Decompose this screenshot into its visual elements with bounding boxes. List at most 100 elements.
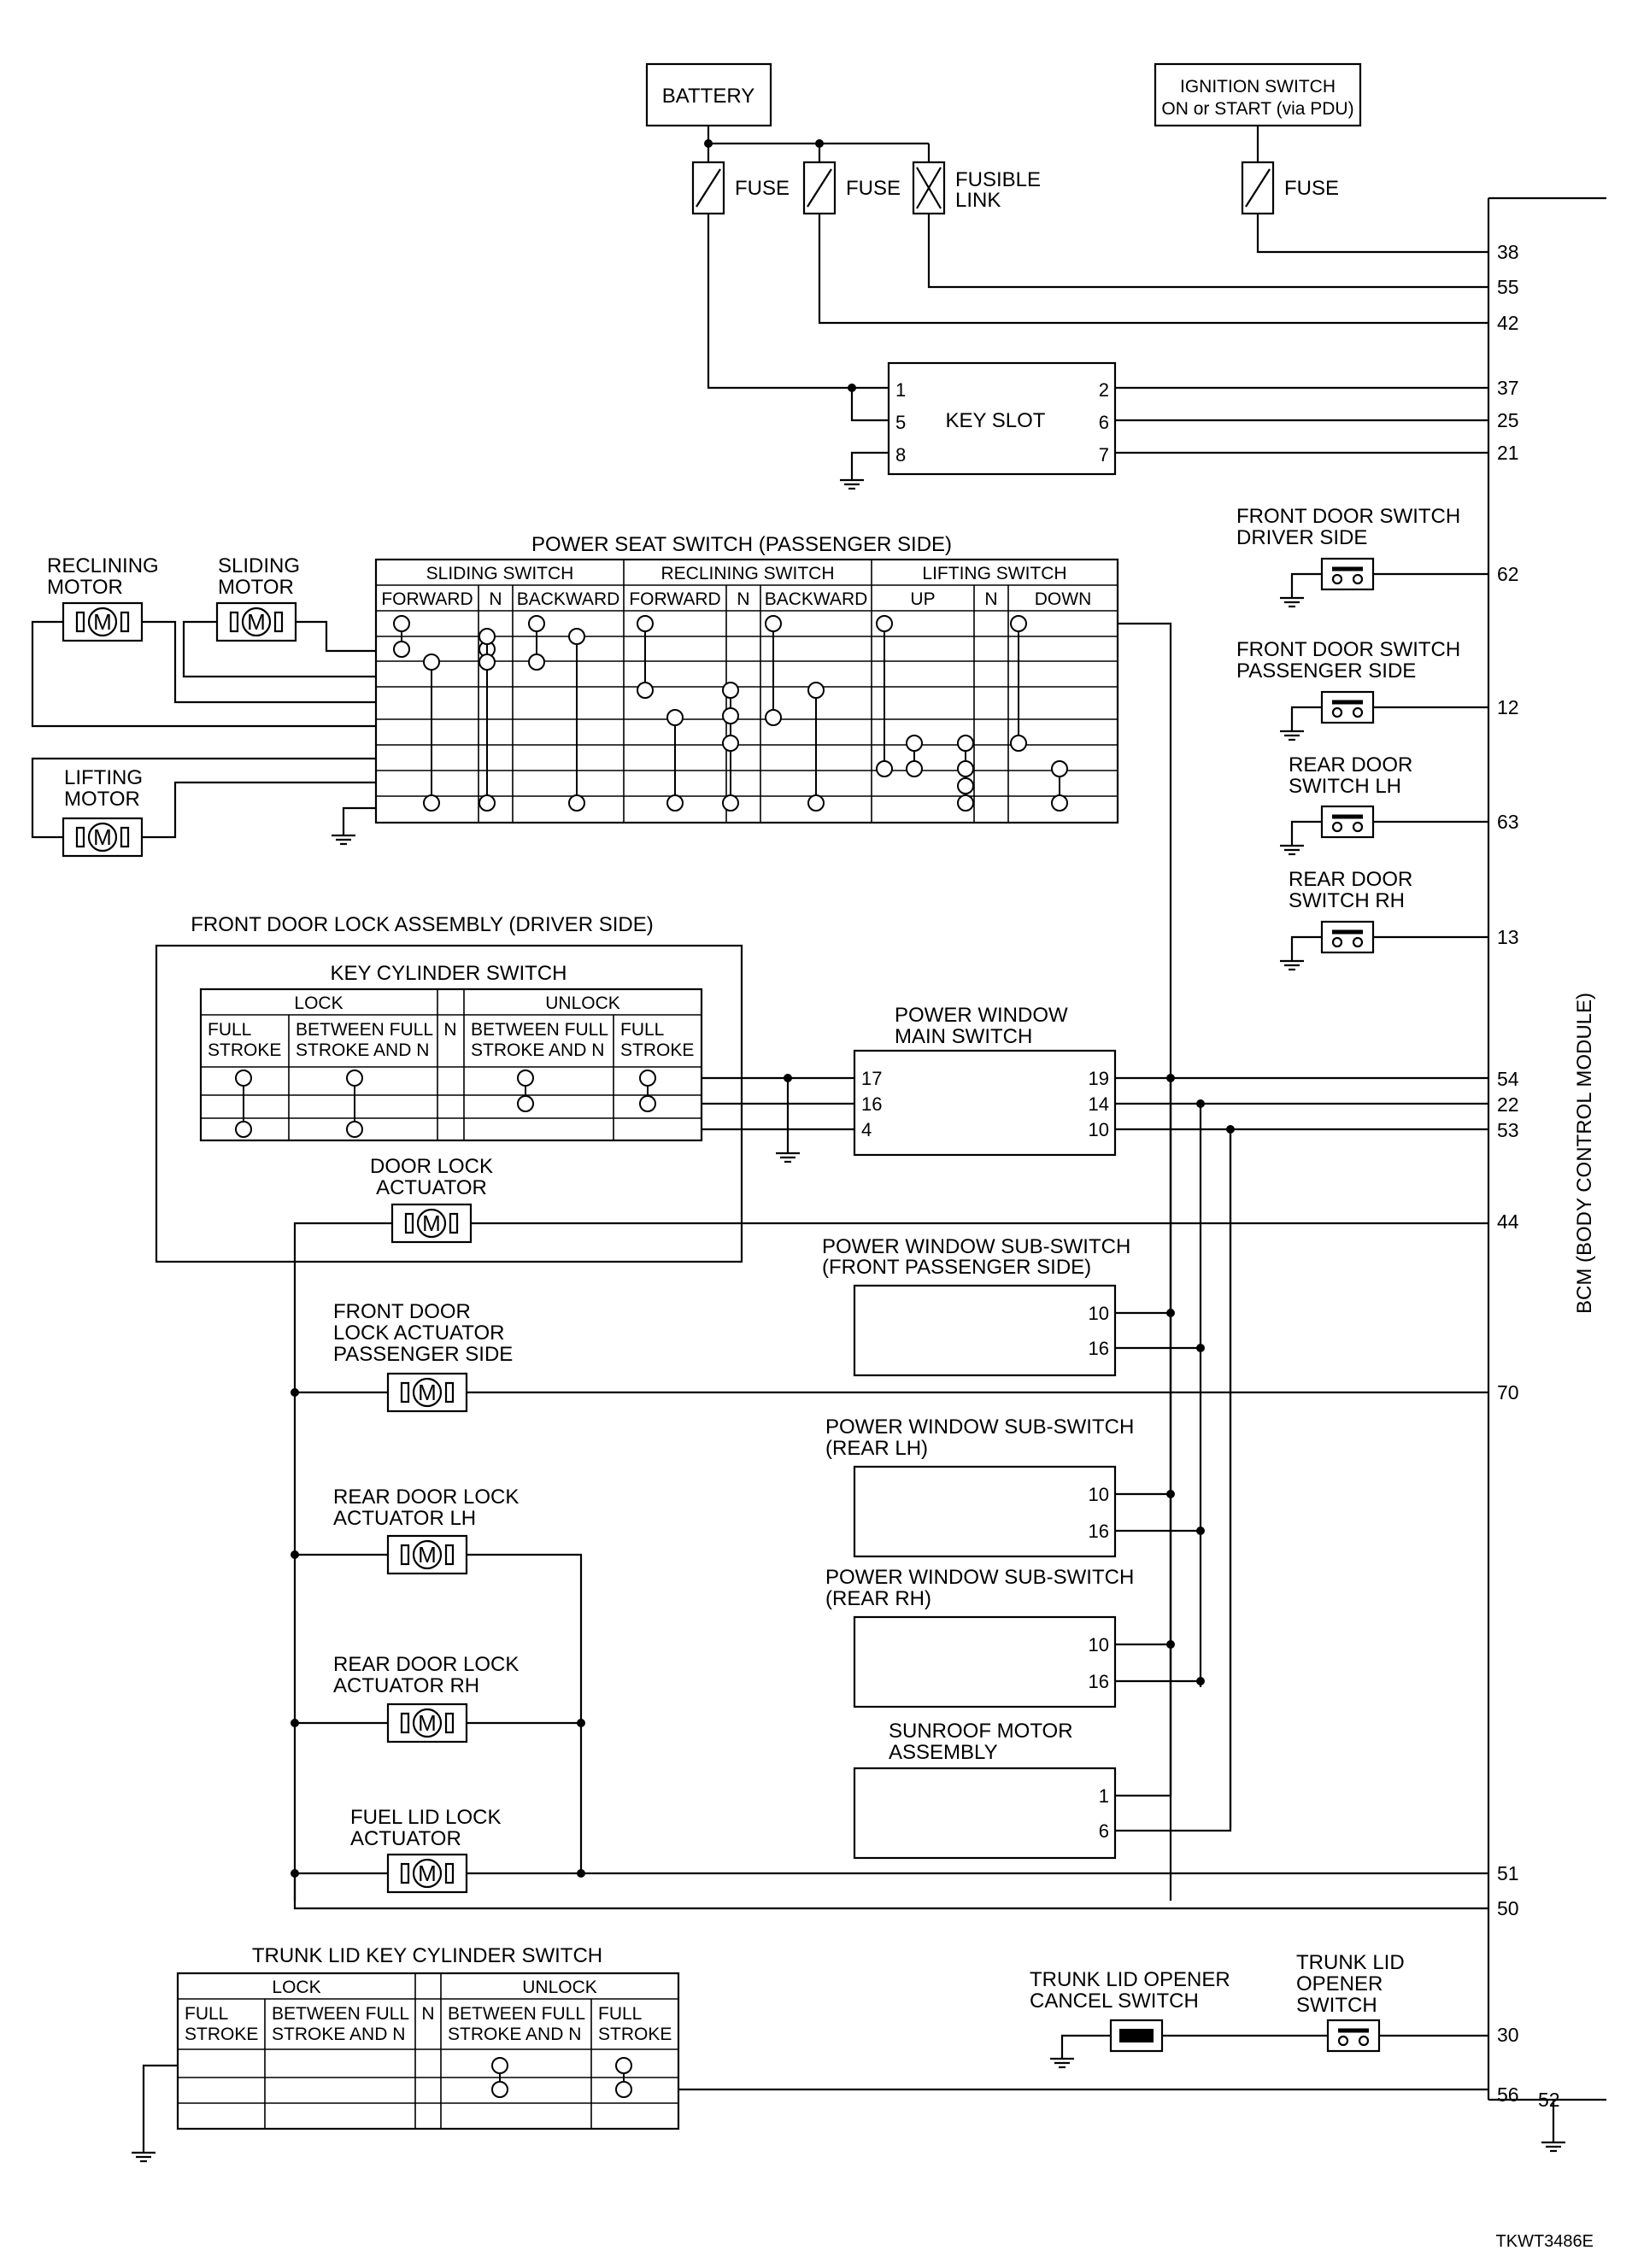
pws-row-lines [376, 636, 1118, 797]
kcs-col: N [443, 1020, 456, 1040]
fuse-1-label: FUSE [735, 177, 790, 200]
kcs-col: BETWEEN FULL [471, 1020, 608, 1040]
switch-contact [666, 794, 684, 812]
tkcs-col: BETWEEN FULL [448, 2004, 585, 2024]
trunk-opener-switch-sublabel2: SWITCH [1296, 1994, 1377, 2017]
sliding-motor-label: SLIDING [218, 554, 300, 577]
pws-col: N [737, 589, 749, 609]
tkcs-col: STROKE [185, 2025, 258, 2044]
switch-contact [957, 794, 974, 812]
key-slot-box [887, 361, 1117, 476]
switch-contact [957, 760, 974, 777]
front-door-switch-driver-sublabel: DRIVER SIDE [1236, 526, 1367, 549]
sub-switch-rear-rh [853, 1615, 1117, 1708]
pwms-pin: 4 [861, 1119, 872, 1140]
sub-switch-rear-lh [853, 1465, 1117, 1558]
sub-switch-rrh-label: POWER WINDOW SUB-SWITCH [825, 1566, 1134, 1589]
sliding-motor-sublabel: MOTOR [218, 576, 294, 599]
pws-group: RECLINING SWITCH [660, 564, 834, 583]
switch-contact [722, 735, 739, 752]
sub-rrh-pin: 16 [1089, 1671, 1109, 1692]
trunk-lid-opener-cancel-switch [1109, 2019, 1164, 2053]
sunroof-pin: 6 [1099, 1820, 1109, 1842]
switch-contact [393, 641, 410, 658]
sunroof-pin: 1 [1099, 1785, 1109, 1807]
switch-contact [568, 628, 585, 645]
tkcs-lock: LOCK [272, 1978, 320, 1997]
fuse-2-label: FUSE [846, 177, 901, 200]
pws-col: FORWARD [381, 589, 473, 609]
switch-contact [722, 707, 739, 724]
kcs-unlock: UNLOCK [545, 993, 620, 1013]
switch-contact [722, 794, 739, 812]
sub-switch-fp-label: POWER WINDOW SUB-SWITCH [822, 1235, 1130, 1258]
key-slot-pin: 6 [1099, 412, 1109, 433]
bcm-pin: 21 [1497, 442, 1519, 464]
bcm-pin: 54 [1497, 1068, 1519, 1090]
sunroof-sublabel: ASSEMBLY [889, 1741, 998, 1764]
rear-door-switch-rh-label: REAR DOOR [1289, 868, 1412, 891]
switch-contact [637, 615, 654, 632]
trunk-kcs-table [176, 1972, 680, 2130]
ignition-sublabel: ON or START (via PDU) [1161, 99, 1353, 119]
switch-contact [346, 1070, 363, 1087]
key-slot-pin: 5 [895, 412, 906, 433]
kcs-col: STROKE [620, 1040, 694, 1060]
switch-contact [528, 615, 545, 632]
key-cylinder-switch-label: KEY CYLINDER SWITCH [331, 962, 567, 985]
rear-door-switch-lh-sublabel: SWITCH LH [1289, 775, 1401, 798]
switch-contact [615, 2081, 632, 2098]
sunroof-motor-assembly [853, 1767, 1117, 1860]
sub-switch-rlh-label: POWER WINDOW SUB-SWITCH [825, 1415, 1134, 1439]
power-seat-switch-title: POWER SEAT SWITCH (PASSENGER SIDE) [531, 533, 952, 556]
fuel-lid-lock-actuator [386, 1853, 468, 1894]
kcs-col: STROKE AND N [471, 1040, 604, 1060]
pws-col: BACKWARD [517, 589, 620, 609]
tkcs-col: STROKE AND N [448, 2025, 581, 2044]
bcm-pin-labels: 38 55 42 37 25 21 62 12 63 13 54 22 53 4… [1497, 241, 1560, 2111]
pws-col: DOWN [1035, 589, 1092, 609]
switch-contact [906, 760, 923, 777]
lifting-motor [62, 817, 144, 858]
key-slot-label: KEY SLOT [946, 409, 1046, 432]
fuse-1 [691, 161, 725, 215]
switch-contact [876, 615, 893, 632]
switch-contact [235, 1070, 252, 1087]
switch-contact [765, 615, 782, 632]
front-door-switch-passenger-sublabel: PASSENGER SIDE [1236, 659, 1416, 683]
switch-contact [637, 682, 654, 699]
pws-col: FORWARD [629, 589, 720, 609]
key-slot-pin: 1 [895, 379, 906, 401]
bcm-pin: 51 [1497, 1862, 1519, 1884]
switch-contact [423, 653, 440, 671]
switch-contact [517, 1095, 534, 1112]
pws-contacts [393, 615, 1068, 812]
bcm-pin: 13 [1497, 926, 1519, 948]
rear-door-switch-rh-sublabel: SWITCH RH [1289, 889, 1405, 912]
kcs-col: FULL [208, 1020, 251, 1040]
sub-rlh-pin: 16 [1089, 1521, 1109, 1542]
tkcs-unlock: UNLOCK [522, 1978, 597, 1997]
rear-door-lock-actuator-rh-label: REAR DOOR LOCK [333, 1653, 519, 1676]
switch-contact [639, 1070, 656, 1087]
switch-contact [478, 794, 496, 812]
tkcs-contacts [491, 2057, 632, 2098]
bcm-pin: 53 [1497, 1119, 1519, 1141]
sliding-motor [215, 601, 297, 642]
bcm-pin: 52 [1538, 2089, 1560, 2111]
front-door-lock-actuator-passenger [386, 1372, 468, 1413]
switch-contact [423, 794, 440, 812]
switch-contact [1051, 794, 1068, 812]
switch-contact [393, 615, 410, 632]
bcm-pin: 62 [1497, 563, 1519, 585]
bcm-pin: 25 [1497, 409, 1519, 431]
lifting-motor-label: LIFTING [64, 766, 143, 789]
lifting-motor-sublabel: MOTOR [64, 788, 140, 811]
fusible-sublabel: LINK [955, 189, 1001, 212]
switch-contact [491, 2081, 508, 2098]
bcm-pin: 22 [1497, 1093, 1519, 1116]
rear-door-switch-rh [1322, 922, 1373, 952]
front-door-lock-actuator-pass-sublabel: LOCK ACTUATOR [333, 1322, 504, 1345]
bcm-pin: 44 [1497, 1210, 1519, 1233]
